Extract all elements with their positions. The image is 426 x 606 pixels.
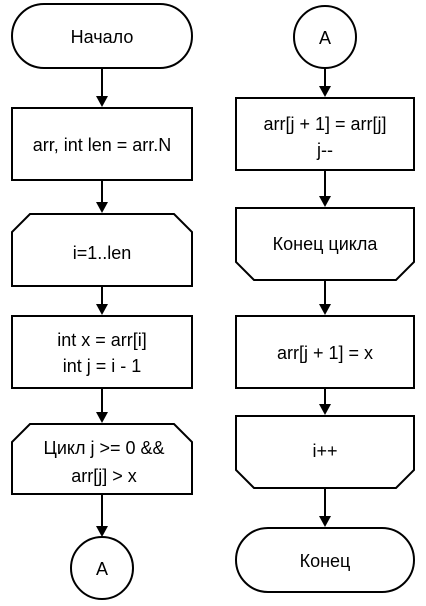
- shift-process-box: arr[j + 1] = arr[j] j--: [235, 97, 415, 171]
- assign-process-box: int x = arr[i] int j = i - 1: [11, 315, 193, 389]
- loop-end-label: Конец цикла: [273, 234, 379, 254]
- start-label: Начало: [71, 27, 134, 47]
- loop-start-block: i=1..len: [11, 213, 193, 287]
- arrow-loop-end-to-insert: [319, 280, 331, 315]
- arrow-init-to-loop: [96, 180, 108, 213]
- connector-a-left-label: A: [96, 559, 108, 579]
- end-terminator: Конец: [235, 527, 415, 593]
- end-label: Конец: [300, 551, 351, 571]
- insert-process-box: arr[j + 1] = x: [235, 315, 415, 389]
- arrow-loop-to-assign: [96, 286, 108, 315]
- connector-a-right-label: A: [319, 28, 331, 48]
- while-label-line1: Цикл j >= 0 &&: [44, 438, 165, 458]
- while-loop-block: Цикл j >= 0 && arr[j] > x: [11, 423, 193, 495]
- init-process-box: arr, int len = arr.N: [11, 107, 193, 181]
- arrow-increment-to-end: [319, 488, 331, 527]
- assign-label-line2: int j = i - 1: [63, 356, 142, 376]
- connector-a-right: A: [293, 5, 357, 69]
- arrow-shift-to-loop-end: [319, 170, 331, 207]
- insert-label: arr[j + 1] = x: [277, 343, 373, 363]
- assign-label-line1: int x = arr[i]: [57, 330, 147, 350]
- increment-label: i++: [312, 441, 337, 461]
- loop-start-label: i=1..len: [73, 243, 132, 263]
- shift-label-line2: j--: [316, 140, 333, 160]
- increment-block: i++: [235, 415, 415, 489]
- while-label-line2: arr[j] > x: [71, 466, 137, 486]
- init-label: arr, int len = arr.N: [33, 135, 172, 155]
- arrow-connector-to-shift: [319, 68, 331, 97]
- loop-end-block: Конец цикла: [235, 207, 415, 281]
- start-terminator: Начало: [11, 3, 193, 69]
- connector-a-left: A: [70, 536, 134, 600]
- arrow-start-to-init: [96, 68, 108, 107]
- arrow-assign-to-while: [96, 388, 108, 423]
- arrow-insert-to-increment: [319, 388, 331, 415]
- arrow-while-to-connector: [96, 494, 108, 537]
- shift-label-line1: arr[j + 1] = arr[j]: [263, 114, 386, 134]
